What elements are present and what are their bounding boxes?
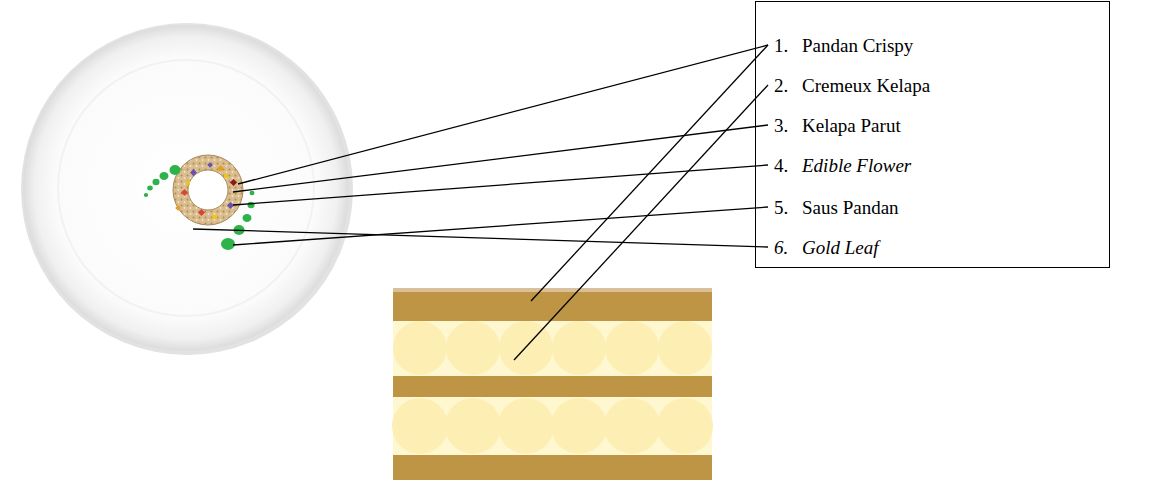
- callout-number: 2.: [774, 75, 788, 97]
- plate: [21, 23, 353, 355]
- callout-number: 1.: [774, 35, 788, 57]
- part-name: Cremeux Kelapa: [802, 75, 930, 97]
- leader-lines: [193, 45, 768, 360]
- callout-number: 5.: [774, 197, 788, 219]
- callout-number: 6.: [774, 237, 788, 259]
- ring-dessert: [173, 155, 243, 225]
- part-name: Edible Flower: [802, 155, 911, 177]
- part-name: Kelapa Parut: [802, 115, 901, 137]
- callout-number: 3.: [774, 115, 788, 137]
- part-name: Gold Leaf: [802, 237, 879, 259]
- layer-cross-section: [392, 288, 713, 480]
- part-name: Saus Pandan: [802, 197, 899, 219]
- part-name: Pandan Crispy: [802, 35, 913, 57]
- legend-box: 1. Pandan Crispy 2. Cremeux Kelapa 3. Kelapa …: [755, 1, 1110, 268]
- pandan-sauce-dots: [144, 165, 255, 250]
- callout-number: 4.: [774, 155, 788, 177]
